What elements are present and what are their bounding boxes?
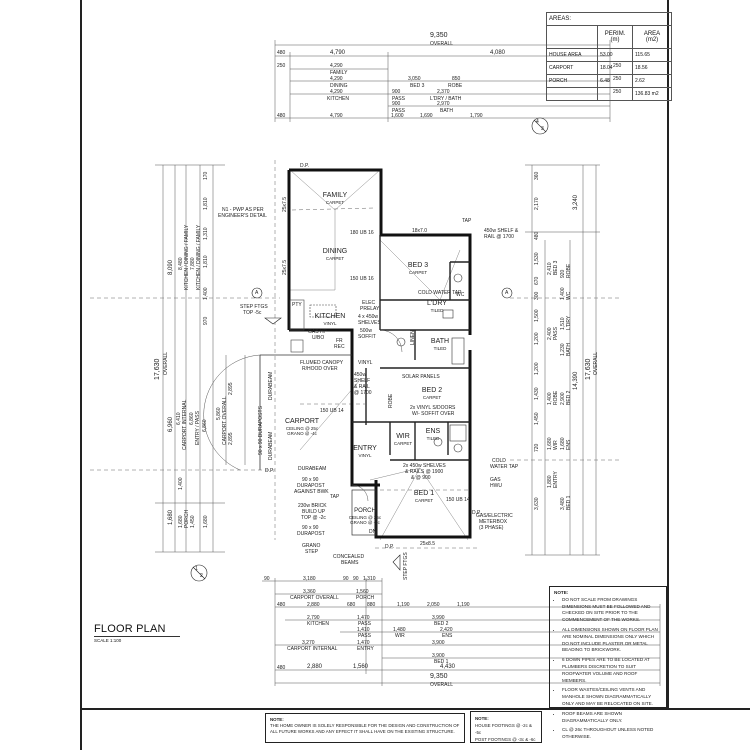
table-row: PORCH 6.48 2.62 xyxy=(545,74,672,88)
internal-walls xyxy=(352,235,470,461)
title-underline xyxy=(94,636,180,637)
section-a-left-label: A xyxy=(255,290,259,296)
total-area: 136.83 m2 xyxy=(632,87,672,101)
laundry-trough xyxy=(442,309,454,319)
porch-outline xyxy=(351,489,377,536)
section-marker-a-left xyxy=(251,287,263,299)
note-item: ROOF BEAMS ARE SHOWN DIAGRAMMATICALLY ON… xyxy=(562,711,662,725)
sheet-border-right xyxy=(667,0,669,710)
kitchen-island xyxy=(309,304,337,318)
cooktop xyxy=(290,339,304,353)
general-notes: NOTE: DO NOT SCALE FROM DRAWINGS DIMENSI… xyxy=(549,586,667,739)
section-marker-1-2 xyxy=(190,564,208,582)
ens-wc-fixture xyxy=(453,443,463,453)
ens-basin-fixture xyxy=(433,437,443,447)
carport-outline xyxy=(259,354,352,470)
owner-note: NOTE: THE HOME OWNER IS SOLELY RESPONSIB… xyxy=(265,713,465,743)
col-area: AREA(m2) xyxy=(632,25,672,49)
table-row: CARPORT 18.04 18.56 xyxy=(545,61,672,75)
drawing-scale: SCALE 1:100 xyxy=(94,638,122,643)
areas-title: AREAS: xyxy=(546,12,672,26)
col-perim: PERIM.(m) xyxy=(597,25,633,49)
footings-note: NOTE: HOUSE FOOTINGS @ -2c & -5c POST FO… xyxy=(470,711,542,743)
table-row: HOUSE AREA 53.00 115.65 xyxy=(545,48,672,62)
wc-fixture xyxy=(453,273,463,283)
section-a-right-label: A xyxy=(505,290,509,296)
dim-overall-top: 9,350 xyxy=(430,32,448,39)
drawing-title: FLOOR PLAN xyxy=(94,623,166,635)
eave-lines xyxy=(90,160,620,549)
note-item: CL @ 26c THROUGHOUT UNLESS NOTED OTHERWI… xyxy=(562,727,662,741)
section-marker-4-3 xyxy=(531,117,549,135)
step-footing-marker-left xyxy=(264,317,282,325)
kitchen-pantry xyxy=(289,299,305,331)
bath-tub xyxy=(451,337,465,365)
note-item: FLOOR WASTES/CEILING VENTS AND MANHOLE S… xyxy=(562,687,662,707)
section-marker-a-right xyxy=(501,287,513,299)
note-item: DO NOT SCALE FROM DRAWINGS DIMENSIONS MU… xyxy=(562,597,662,624)
note-item: ALL DIMENSIONS SHOWN ON FLOOR PLAN ARE N… xyxy=(562,627,662,654)
table-total-row: 136.83 m2 xyxy=(545,87,672,101)
sheet-border-bottom xyxy=(80,708,750,710)
basin-fixture xyxy=(396,337,406,347)
dim-overall-bottom: 9,350 xyxy=(430,673,448,680)
roof-hip-lines xyxy=(289,169,469,541)
shower xyxy=(449,424,467,442)
door-swings xyxy=(203,329,403,502)
step-footing-marker-bottom xyxy=(392,554,401,571)
areas-table: AREAS: PERIM.(m) AREA(m2) HOUSE AREA 53.… xyxy=(545,12,672,101)
sheet-border-left xyxy=(80,0,82,750)
note-item: 6 DOWN PIPES ARE TO BE LOCATED AT PLUMBE… xyxy=(562,657,662,684)
